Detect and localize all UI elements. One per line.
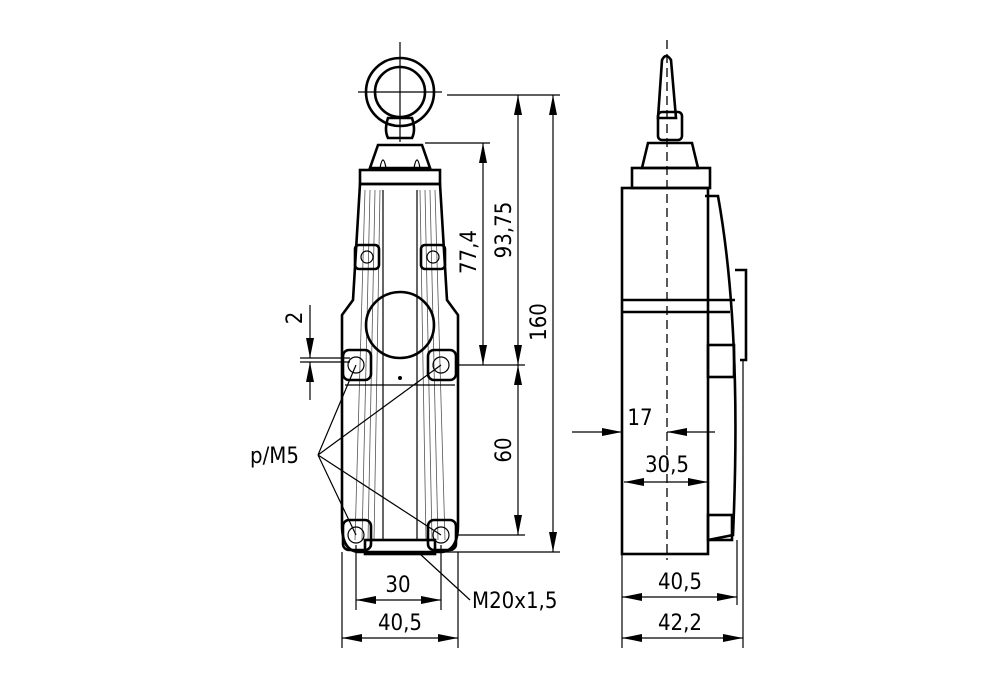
side-dimensions: 17 30,5 40,5 42,2: [572, 360, 744, 648]
front-view: [340, 42, 460, 556]
dim-17: 17: [627, 406, 652, 431]
dim-42-2: 42,2: [658, 611, 702, 636]
actuator-cap: [368, 143, 432, 170]
side-cover: [705, 194, 737, 542]
dim-2: 2: [283, 312, 308, 325]
label-m20x1-5: M20x1,5: [472, 589, 557, 614]
flange: [358, 168, 442, 186]
cover-screw-left: [353, 243, 381, 271]
front-dimensions: 77,4 93,75 160 60 2 30 40,5 p/M5 M20x1,5: [250, 94, 560, 648]
dim-160: 160: [527, 303, 552, 341]
dim-77-4: 77,4: [457, 230, 482, 274]
dim-40-5-side: 40,5: [658, 570, 702, 595]
side-housing: [620, 186, 710, 556]
cable-entry: [363, 538, 437, 556]
dim-30: 30: [385, 573, 410, 598]
side-view: [620, 40, 748, 560]
reset-window: [364, 290, 436, 360]
mounting-holes: [341, 348, 458, 552]
dim-93-75: 93,75: [492, 202, 517, 259]
dim-60: 60: [492, 437, 517, 462]
housing-outline: [340, 182, 460, 554]
cover-screw-right: [419, 243, 447, 271]
housing-ribs: [345, 189, 455, 541]
label-p-m5: p/M5: [250, 444, 299, 469]
dim-30-5: 30,5: [645, 453, 689, 478]
dim-40-5-front: 40,5: [378, 611, 422, 636]
